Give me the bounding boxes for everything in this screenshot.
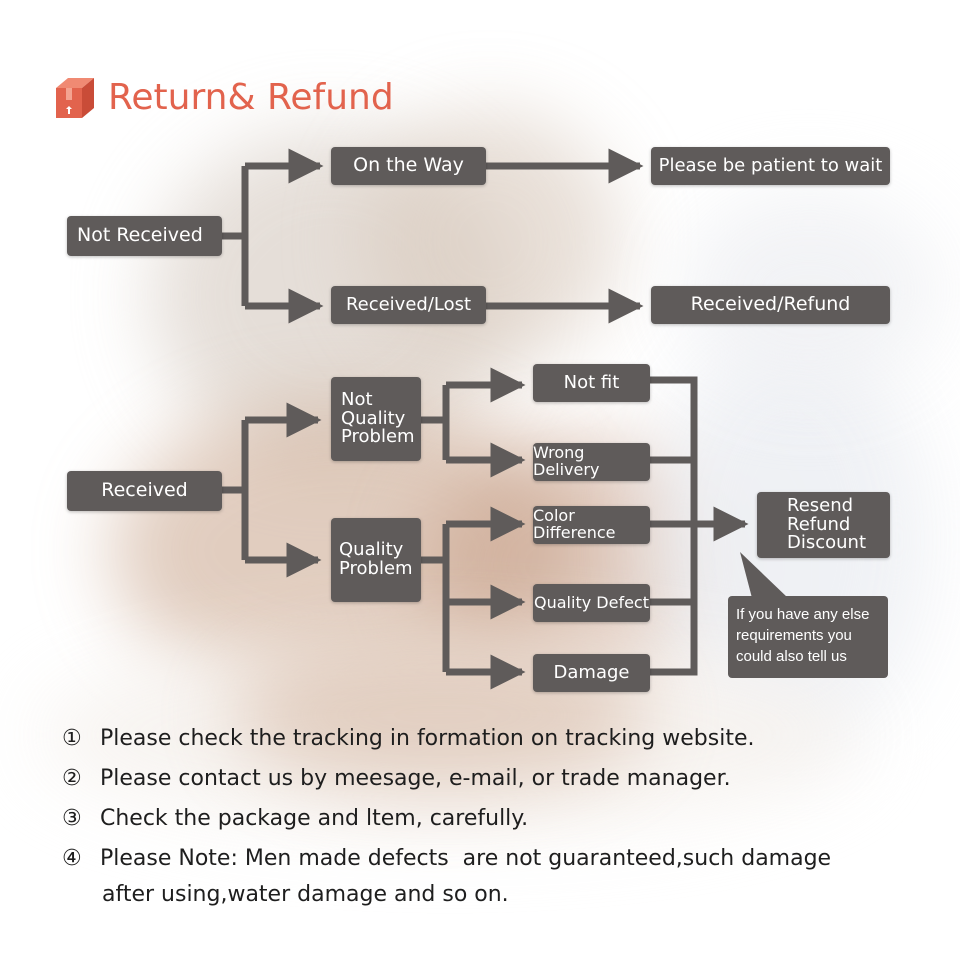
note-text: Check the package and ltem, carefully. <box>100 806 529 831</box>
speech-bubble-tail <box>740 552 788 598</box>
not-received-box: Not Received <box>67 216 222 256</box>
list-item: ② Please contact us by meesage, e-mail, … <box>62 766 731 791</box>
note-text: Please Note: Men made defects are not gu… <box>100 846 832 871</box>
received-lost-box: Received/Lost <box>331 286 486 324</box>
resend-refund-discount-box: Resend Refund Discount <box>757 492 890 558</box>
list-item: ③ Check the package and ltem, carefully. <box>62 806 528 831</box>
note-text: Please contact us by meesage, e-mail, or… <box>100 766 731 791</box>
quality-problem-box: Quality Problem <box>331 518 421 602</box>
quality-defect-box: Quality Defect <box>533 584 650 622</box>
header: Return& Refund <box>52 74 394 120</box>
not-fit-box: Not fit <box>533 364 650 402</box>
page-title: Return& Refund <box>108 76 394 118</box>
received-refund-box: Received/Refund <box>651 286 890 324</box>
note-number: ④ <box>62 846 82 871</box>
color-difference-box: Color Difference <box>533 506 650 544</box>
note-number: ① <box>62 726 82 751</box>
wrong-delivery-box: Wrong Delivery <box>533 443 650 481</box>
list-item: ① Please check the tracking in formation… <box>62 726 754 751</box>
package-box-icon <box>56 78 94 118</box>
note-number: ③ <box>62 806 82 831</box>
patient-wait-box: Please be patient to wait <box>651 147 890 185</box>
note-text: Please check the tracking in formation o… <box>100 726 755 751</box>
damage-box: Damage <box>533 654 650 692</box>
list-item: ④ Please Note: Men made defects are not … <box>62 846 831 871</box>
extra-requirements-note: If you have any else requirements you co… <box>728 596 888 678</box>
received-box: Received <box>67 471 222 511</box>
not-quality-problem-box: Not Quality Problem <box>331 377 421 461</box>
note-number: ② <box>62 766 82 791</box>
note-continuation: after using,water damage and so on. <box>102 882 509 907</box>
on-the-way-box: On the Way <box>331 147 486 185</box>
